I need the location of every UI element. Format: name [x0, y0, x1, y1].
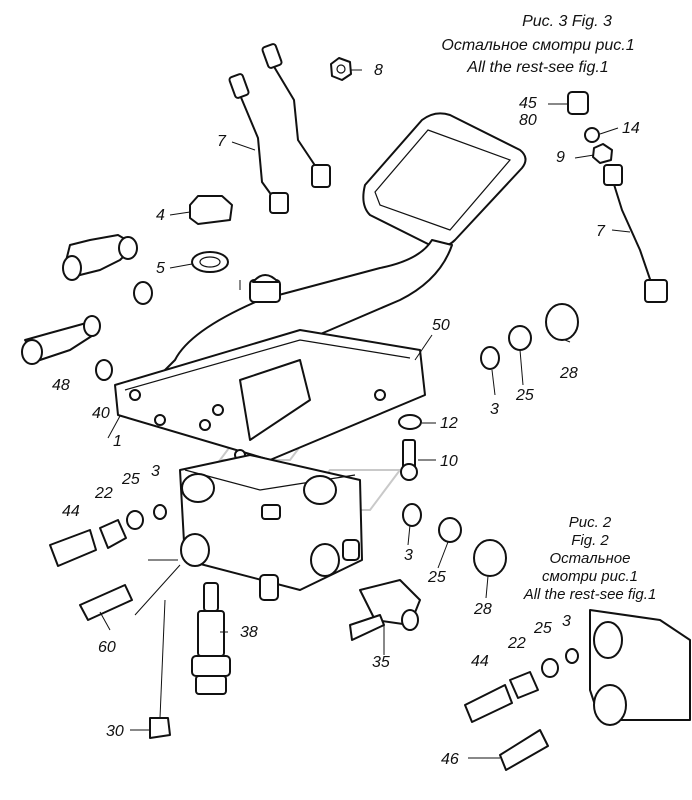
callout-4: 4	[156, 207, 165, 224]
bolt-10	[398, 414, 422, 481]
callout-3-bottom: 3	[404, 547, 413, 564]
figure2-title-ru: Рис. 2	[569, 514, 612, 531]
callout-5: 5	[156, 260, 165, 277]
callout-3-top: 3	[490, 401, 499, 418]
pipe-7-left	[228, 43, 331, 214]
callout-28-top: 28	[559, 365, 578, 382]
callout-3-left: 3	[151, 463, 160, 480]
valve-body	[114, 329, 426, 601]
callout-8: 8	[374, 62, 383, 79]
nut-8	[330, 57, 352, 81]
callout-12: 12	[440, 415, 458, 432]
pedal	[149, 112, 527, 386]
callout-22-fig2: 22	[507, 635, 526, 652]
callout-30: 30	[106, 723, 124, 740]
callout-1: 1	[113, 433, 122, 450]
callout-35: 35	[372, 654, 390, 671]
figure2-caption: Рис. 2 Fig. 2 Остальное смотри рис.1 All…	[523, 514, 657, 603]
callout-9: 9	[556, 149, 565, 166]
callout-22-left: 22	[94, 485, 113, 502]
callout-25-top: 25	[515, 387, 534, 404]
pipe-7-right	[603, 164, 668, 303]
callout-3-fig2: 3	[562, 613, 571, 630]
figure2-title-en: Fig. 2	[571, 532, 609, 549]
callout-10: 10	[440, 453, 458, 470]
figure3-note-ru: Остальное смотри рис.1	[441, 37, 634, 54]
callout-44-left: 44	[62, 503, 80, 520]
callout-60: 60	[98, 639, 116, 656]
callout-7-left: 7	[217, 133, 227, 150]
callout-40: 40	[92, 405, 110, 422]
figure2-note-ru-2: смотри рис.1	[542, 568, 638, 585]
callout-14: 14	[622, 120, 640, 137]
drain-valve-35	[349, 579, 421, 641]
callout-28-bottom: 28	[473, 601, 492, 618]
figure3-note-en: All the rest-see fig.1	[466, 59, 608, 76]
fitting-45	[567, 91, 613, 164]
callout-46: 46	[441, 751, 459, 768]
figure2-detail	[464, 609, 691, 771]
plug-28-bottom	[402, 503, 507, 577]
leader-lines	[99, 69, 631, 759]
figure2-note-en: All the rest-see fig.1	[523, 586, 657, 603]
figure2-note-ru-1: Остальное	[550, 550, 631, 567]
callout-numbers: 8 7 45 80 14 9 7 4 5 50 28 25 3 48 40 1 …	[52, 62, 640, 768]
figure3-title: Рис. 3 Fig. 3	[522, 13, 612, 30]
cap-4	[189, 195, 233, 273]
tee-fittings	[21, 234, 153, 381]
callout-80: 80	[519, 112, 537, 129]
fittings-left	[49, 504, 167, 621]
sensor-38	[149, 582, 231, 739]
callout-25-fig2: 25	[533, 620, 552, 637]
callout-45: 45	[519, 95, 537, 112]
callout-25-left: 25	[121, 471, 140, 488]
callout-44-fig2: 44	[471, 653, 489, 670]
figure3-caption: Рис. 3 Fig. 3 Остальное смотри рис.1 All…	[441, 13, 634, 76]
callout-7-right: 7	[596, 223, 606, 240]
callout-38: 38	[240, 624, 258, 641]
plug-28-top	[480, 303, 579, 370]
callout-48: 48	[52, 377, 70, 394]
callout-25-bottom: 25	[427, 569, 446, 586]
callout-50: 50	[432, 317, 450, 334]
